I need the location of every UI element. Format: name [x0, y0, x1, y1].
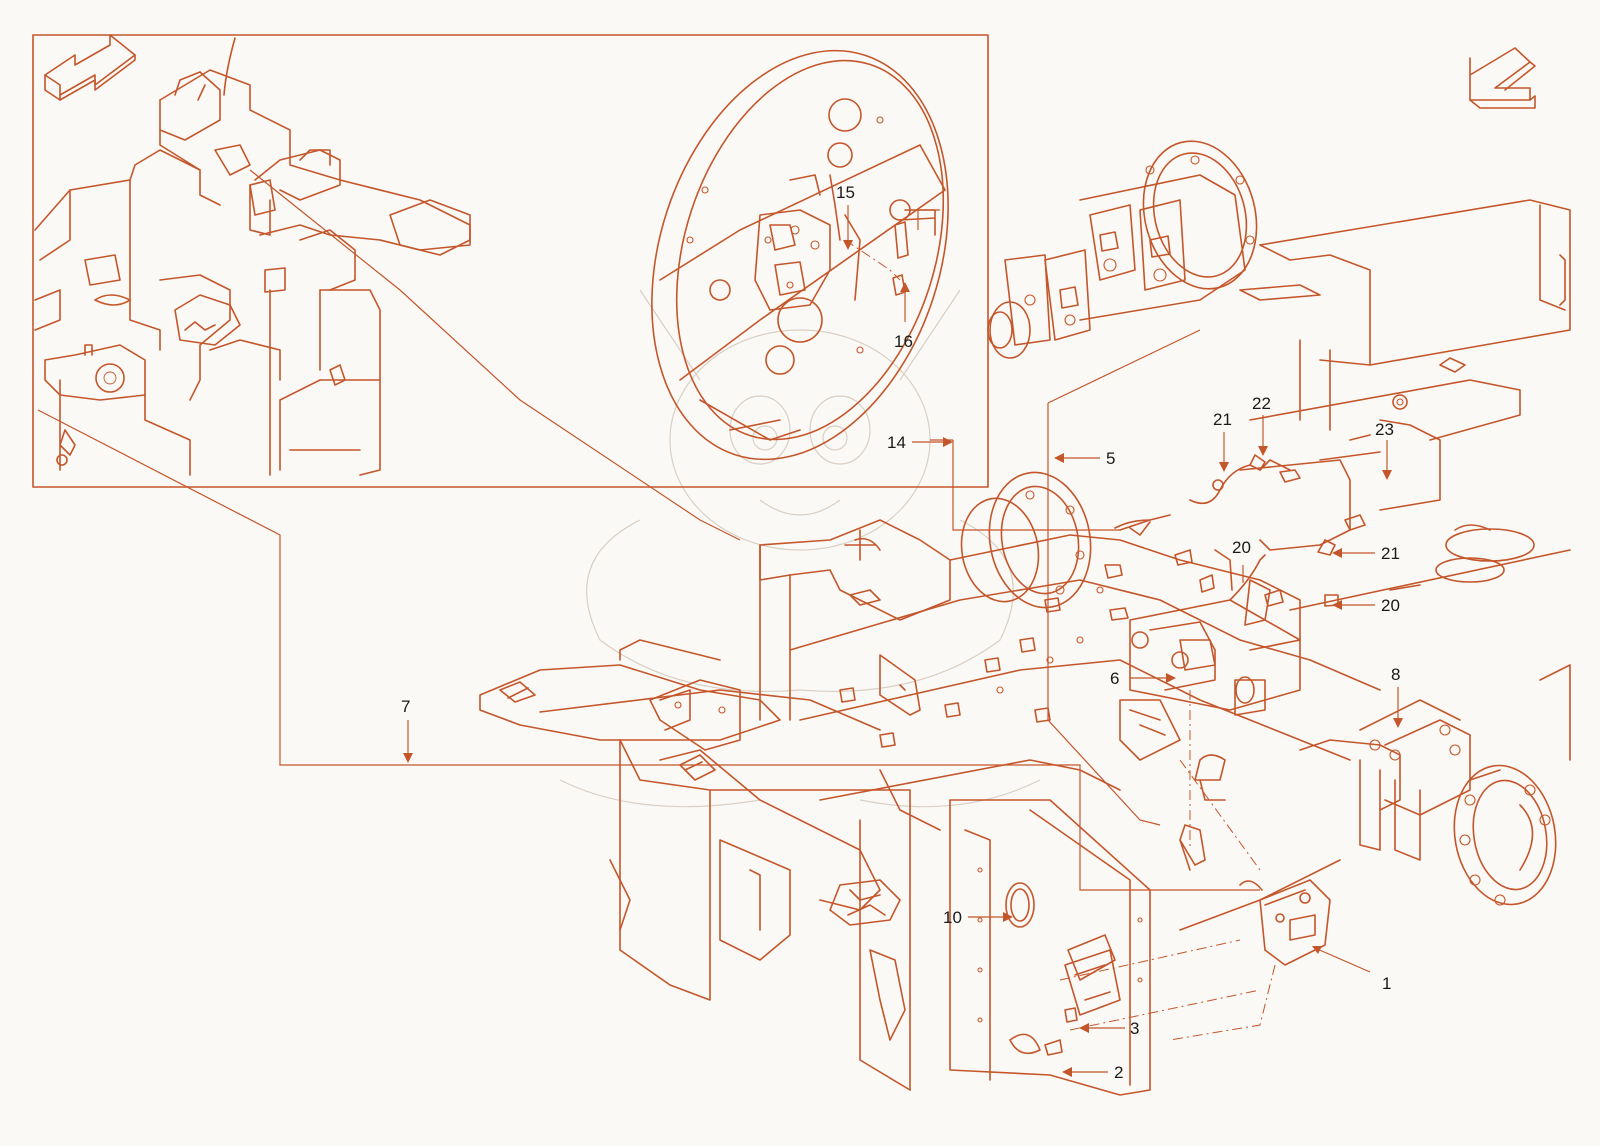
inset-frame-drawing [34, 37, 471, 476]
direction-arrow-icon [1469, 47, 1536, 109]
callout-14: 14 [887, 433, 953, 452]
callout-7: 7 [401, 697, 413, 763]
fittings-and-hoses [839, 454, 1366, 1056]
svg-text:6: 6 [1110, 669, 1119, 688]
drive-motor [960, 471, 1092, 609]
svg-text:20: 20 [1381, 596, 1400, 615]
svg-text:8: 8 [1391, 665, 1400, 684]
direction-arrow-icon [44, 34, 136, 101]
svg-text:14: 14 [887, 433, 906, 452]
svg-text:23: 23 [1375, 420, 1394, 439]
callout-21a: 21 [1213, 410, 1232, 472]
callout-1: 1 [1312, 946, 1391, 993]
svg-text:7: 7 [401, 697, 410, 716]
hydraulic-pump-assembly [987, 140, 1321, 359]
callout-20b: 20 [1332, 596, 1400, 615]
svg-text:2: 2 [1114, 1063, 1123, 1082]
callout-16: 16 [894, 282, 913, 351]
main-chassis-frame [479, 519, 1381, 1091]
callout-20a: 20 [1232, 538, 1251, 583]
hydraulic-valve-assembly [1119, 554, 1301, 871]
right-frame-rail [1239, 379, 1571, 611]
solenoid-valve [1169, 879, 1331, 1041]
svg-text:21: 21 [1381, 544, 1400, 563]
callout-10: 10 [943, 908, 1013, 927]
callout-2: 2 [1062, 1063, 1123, 1082]
svg-text:16: 16 [894, 332, 913, 351]
svg-text:21: 21 [1213, 410, 1232, 429]
inset-detail-frame [32, 34, 989, 488]
callout-21b: 21 [1332, 544, 1400, 563]
svg-text:1: 1 [1382, 974, 1391, 993]
rear-axle-wheel-hub [1179, 664, 1571, 931]
svg-text:3: 3 [1130, 1019, 1139, 1038]
callout-6: 6 [1110, 669, 1176, 688]
engine-mount-plate [1259, 199, 1571, 431]
inset-flywheel-housing [651, 49, 949, 461]
callout-5: 5 [1054, 449, 1115, 468]
svg-text:5: 5 [1106, 449, 1115, 468]
svg-text:22: 22 [1252, 394, 1271, 413]
callout-15: 15 [836, 183, 855, 250]
watermark-mascot [559, 289, 1041, 808]
callout-3: 3 [1079, 1019, 1139, 1038]
callout-22: 22 [1252, 394, 1271, 456]
svg-text:10: 10 [943, 908, 962, 927]
side-frame-panel [949, 799, 1151, 1096]
svg-text:20: 20 [1232, 538, 1251, 557]
leader-lines [37, 169, 1260, 891]
callout-8: 8 [1391, 665, 1403, 728]
svg-text:15: 15 [836, 183, 855, 202]
callout-23: 23 [1375, 420, 1394, 480]
